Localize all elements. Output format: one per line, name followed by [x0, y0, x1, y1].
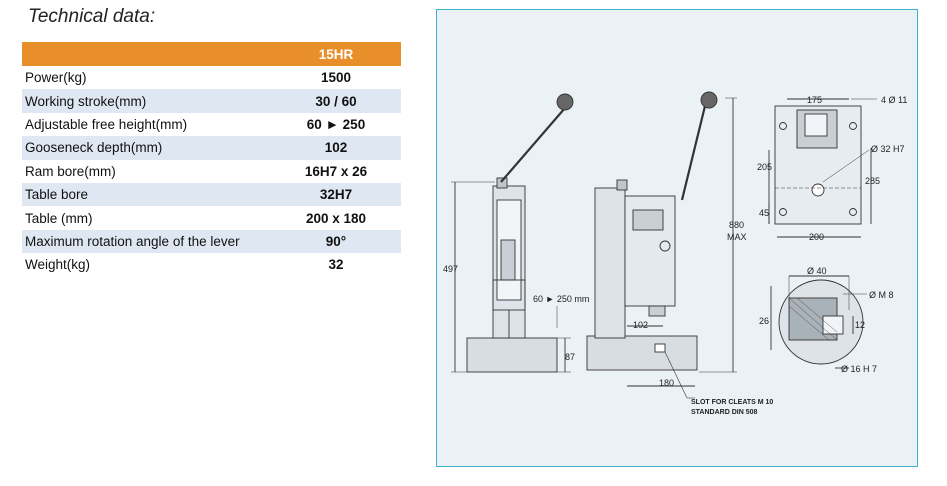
dim-285: 285 [865, 176, 880, 186]
row-value: 1500 [320, 70, 352, 86]
dim-102: 102 [633, 320, 648, 330]
dim-180: 180 [659, 378, 674, 388]
dim-880: 880 [729, 220, 744, 230]
row-label: Power(kg) [25, 70, 87, 86]
table-row: Power(kg) 1500 [22, 66, 401, 89]
row-label: Maximum rotation angle of the lever [22, 229, 271, 254]
table-row: Maximum rotation angle of the lever 90° [22, 229, 401, 254]
dim-d16: Ø 16 H 7 [841, 364, 877, 374]
dim-175: 175 [807, 95, 822, 105]
dim-26: 26 [759, 316, 769, 326]
table-row: Gooseneck depth(mm) 102 [22, 136, 401, 160]
header-blank [22, 42, 271, 66]
dim-12: 12 [855, 320, 865, 330]
press-side-view [586, 91, 718, 371]
table-row: Working stroke(mm) 30 / 60 [22, 89, 401, 113]
slot-note-line-1: SLOT FOR CLEATS M 10 [691, 399, 773, 406]
dim-max: MAX [727, 232, 747, 242]
technical-drawing-panel: 497 87 60 ► 250 mm 102 180 880 MAX SLOT … [436, 9, 918, 467]
section-heading: Technical data: [28, 6, 156, 27]
dim-free-height: 60 ► 250 mm [533, 294, 589, 304]
row-value: 60 ► 250 [306, 116, 366, 132]
table-row: Adjustable free height(mm) 60 ► 250 [22, 113, 401, 136]
model-header: 15HR [271, 42, 401, 66]
ram-bore-detail [778, 279, 864, 365]
table-row: Table (mm) 200 x 180 [22, 206, 401, 229]
row-value: 32 [328, 257, 344, 273]
row-label: Gooseneck depth(mm) [22, 136, 271, 160]
row-label: Working stroke(mm) [22, 89, 271, 113]
dim-bore: Ø 32 H7 [871, 144, 905, 154]
table-row: Ram bore(mm) 16H7 x 26 [22, 160, 401, 183]
table-header-row: 15HR [22, 42, 401, 66]
row-label: Weight(kg) [25, 257, 91, 273]
press-front-view [466, 93, 574, 373]
row-value: 102 [271, 136, 401, 160]
row-value: 16H7 x 26 [304, 163, 368, 179]
slot-note-line-2: STANDARD DIN 508 [691, 409, 757, 416]
row-value: 32H7 [271, 182, 401, 207]
dim-87: 87 [565, 352, 575, 362]
table-top-view [774, 105, 862, 225]
table-row: Weight(kg) 32 [22, 253, 401, 276]
dim-holes: 4 Ø 11 [881, 95, 907, 105]
row-value: 30 / 60 [271, 89, 401, 113]
row-label: Table (mm) [25, 210, 93, 226]
dim-205: 205 [757, 162, 772, 172]
dim-d40: Ø 40 [807, 266, 827, 276]
row-label: Adjustable free height(mm) [25, 116, 188, 132]
row-value: 200 x 180 [305, 210, 367, 226]
row-label: Ram bore(mm) [25, 163, 116, 179]
dim-497: 497 [443, 264, 458, 274]
technical-drawing: 497 87 60 ► 250 mm 102 180 880 MAX SLOT … [443, 91, 907, 416]
row-label: Table bore [22, 182, 271, 207]
tech-data-table: 15HR Power(kg) 1500 Working stroke(mm) 3… [22, 42, 401, 277]
dim-45: 45 [759, 208, 769, 218]
table-row: Table bore 32H7 [22, 182, 401, 207]
row-value: 90° [271, 229, 401, 254]
dim-m8: Ø M 8 [869, 290, 894, 300]
dim-200: 200 [809, 232, 824, 242]
